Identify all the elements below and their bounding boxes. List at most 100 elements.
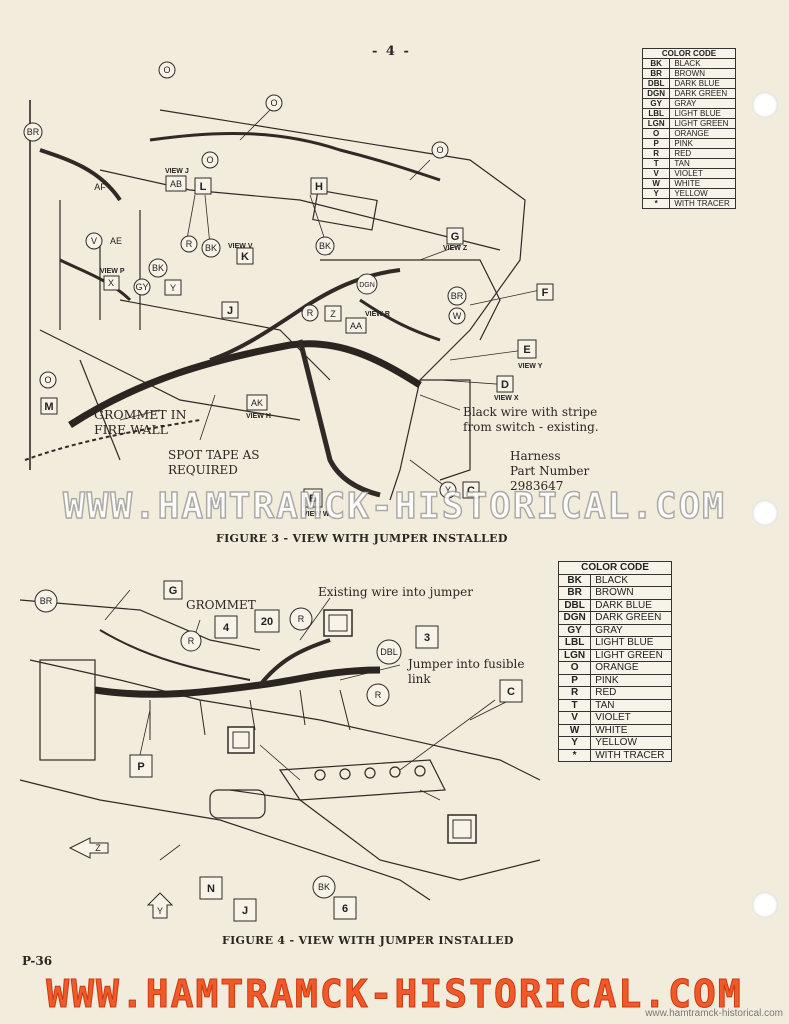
svg-text:E: E (523, 344, 530, 356)
fig3-tag-B: B (303, 488, 323, 508)
svg-text:R: R (375, 690, 382, 700)
fig4-tag-R1: R (180, 630, 202, 652)
svg-text:VIEW J: VIEW J (165, 168, 189, 175)
fig3-tag-O5: O (39, 371, 57, 389)
fig4-tag-N: N (199, 876, 223, 900)
svg-text:BK: BK (205, 243, 217, 253)
svg-text:Y: Y (445, 485, 451, 495)
svg-text:6: 6 (342, 903, 348, 915)
fig4-tag-J: J (233, 898, 257, 922)
svg-text:Z: Z (95, 843, 101, 853)
fig3-tag-Z: Z (324, 305, 342, 322)
svg-text:AK: AK (251, 398, 263, 408)
svg-text:4: 4 (223, 622, 230, 634)
fig4-arrow-Z: Z (68, 837, 109, 859)
svg-text:J: J (227, 305, 233, 317)
fig4-tag-DBL: DBL (376, 639, 402, 665)
svg-text:V: V (91, 236, 97, 246)
svg-text:Z: Z (330, 309, 336, 319)
fig3-tag-Y1: Y (164, 279, 182, 296)
svg-text:VIEW V: VIEW V (228, 243, 253, 250)
fig3-tag-GY: GY (133, 278, 151, 296)
svg-text:AF: AF (94, 182, 106, 192)
svg-text:R: R (298, 614, 305, 624)
fig4-tag-blank2 (227, 726, 255, 754)
svg-text:H: H (315, 181, 323, 193)
svg-text:W: W (453, 311, 462, 321)
fig3-tag-R2: R (301, 304, 319, 322)
fig3-tag-BR2: BR (447, 286, 467, 306)
svg-text:DBL: DBL (380, 647, 398, 657)
fig3-tag-X: X (103, 275, 120, 291)
fig4-tag-P: P (129, 754, 153, 778)
figure-3-caption: FIGURE 3 - VIEW WITH JUMPER INSTALLED (216, 532, 508, 545)
fig4-arrow-Y: Y (146, 892, 174, 919)
color-row: *WITH TRACER (557, 748, 672, 762)
fig3-tag-E: E (517, 339, 537, 359)
watermark-middle: WWW.HAMTRAMCK-HISTORICAL.COM (62, 485, 726, 528)
svg-text:AA: AA (350, 321, 362, 331)
fig3-tag-F: F (536, 283, 554, 301)
svg-text:20: 20 (261, 616, 273, 628)
site-url-small: www.hamtramck-historical.com (645, 1008, 783, 1019)
svg-text:VIEW P: VIEW P (100, 268, 125, 275)
fig4-existing-wire-callout: Existing wire into jumper (318, 585, 473, 599)
color-code-title: COLOR CODE (642, 48, 736, 59)
fig3-tag-W: W (448, 307, 466, 325)
svg-text:R: R (188, 636, 195, 646)
svg-text:BK: BK (319, 241, 331, 251)
svg-text:Y: Y (157, 906, 163, 916)
svg-text:GY: GY (135, 282, 148, 292)
fig3-black-wire-callout: Black wire with stripe from switch - exi… (463, 405, 599, 434)
fig4-tag-6: 6 (333, 896, 357, 920)
fig3-tag-O4: O (431, 141, 449, 159)
svg-text:N: N (207, 883, 215, 895)
svg-text:D: D (501, 379, 509, 391)
svg-text:O: O (436, 145, 443, 155)
svg-text:B: B (309, 493, 317, 505)
svg-text:3: 3 (424, 632, 430, 644)
fig3-tag-K: K (236, 247, 254, 265)
fig4-tag-20: 20 (254, 609, 280, 633)
binder-hole-bottom (752, 892, 778, 918)
svg-text:C: C (507, 686, 515, 698)
svg-text:VIEW Y: VIEW Y (518, 363, 543, 370)
fig3-tag-G: G (446, 227, 464, 245)
svg-text:AE: AE (110, 236, 122, 246)
fig3-tag-AK: AK (246, 394, 268, 411)
svg-text:R: R (307, 308, 314, 318)
page-id: P-36 (22, 954, 53, 968)
fig4-tag-4: 4 (214, 615, 238, 639)
svg-text:P: P (137, 761, 144, 773)
fig3-tag-J: J (221, 301, 239, 319)
fig3-harness-callout: Harness Part Number 2983647 (510, 449, 590, 493)
svg-text:G: G (169, 585, 178, 597)
binder-hole-middle (752, 500, 778, 526)
fig3-tag-AB: AB (165, 175, 187, 192)
svg-text:VIEW H: VIEW H (246, 413, 271, 420)
page-number: - 4 - (372, 44, 411, 59)
fig4-tag-R3: R (366, 683, 390, 707)
fig4-tag-G: G (163, 580, 183, 600)
fig3-tag-V: V (85, 232, 103, 250)
svg-text:AB: AB (170, 179, 182, 189)
color-row: *WITH TRACER (641, 198, 736, 209)
fig3-tag-AF: AF (94, 182, 106, 192)
watermark-bottom: WWW.HAMTRAMCK-HISTORICAL.COM (46, 972, 743, 1017)
fig3-tag-AE: AE (110, 236, 122, 246)
